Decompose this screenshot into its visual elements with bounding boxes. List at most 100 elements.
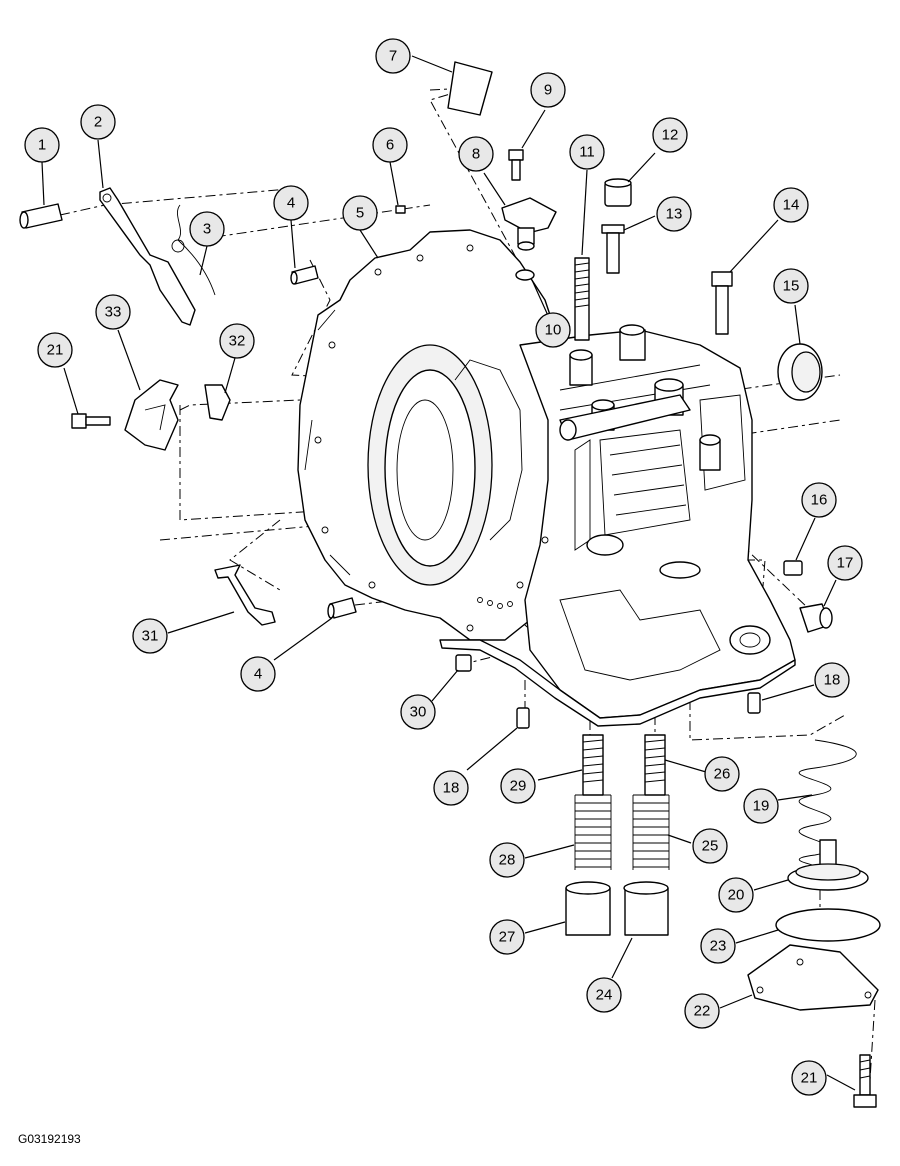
callout-label: 21 xyxy=(801,1070,818,1087)
callout-bubble: 2 xyxy=(80,104,116,140)
callout-bubble: 15 xyxy=(773,268,809,304)
transaxle-case xyxy=(297,229,796,727)
callout-label: 23 xyxy=(710,938,727,955)
part-servo-spring-left xyxy=(574,794,612,870)
part-bolt-bracket xyxy=(71,413,111,429)
callout-label: 13 xyxy=(666,206,683,223)
part-dowel-lower-left xyxy=(516,707,530,729)
part-fitting xyxy=(799,603,833,633)
part-spring-clip xyxy=(171,204,216,296)
callout-label: 16 xyxy=(811,492,828,509)
callout-label: 15 xyxy=(783,278,800,295)
callout-label: 25 xyxy=(702,838,719,855)
part-cap xyxy=(604,178,632,207)
part-accumulator-piston xyxy=(787,839,869,891)
part-plug-small xyxy=(395,205,406,214)
part-servo-rod-left xyxy=(582,734,604,796)
callout-bubble: 13 xyxy=(656,196,692,232)
callout-label: 17 xyxy=(837,555,854,572)
part-detent-clip xyxy=(204,384,231,421)
part-pin xyxy=(601,224,625,274)
callout-label: 2 xyxy=(94,114,102,131)
callout-label: 6 xyxy=(386,137,394,154)
part-servo-piston-right xyxy=(623,881,669,936)
callout-bubble: 33 xyxy=(95,294,131,330)
callout-bubble: 11 xyxy=(569,134,605,170)
callout-label: 11 xyxy=(579,144,595,161)
callout-label: 19 xyxy=(753,798,770,815)
part-sleeve xyxy=(19,203,63,229)
part-o-ring-small xyxy=(515,269,535,281)
leader-lines xyxy=(41,55,856,1091)
callout-bubble: 7 xyxy=(375,38,411,74)
callout-label: 5 xyxy=(356,205,364,222)
callout-bubble: 29 xyxy=(500,768,536,804)
callout-bubble: 4 xyxy=(240,656,276,692)
callout-label: 31 xyxy=(142,628,159,645)
part-dowel-lower-right xyxy=(747,692,761,714)
callout-bubble: 21 xyxy=(37,332,73,368)
callout-bubble: 17 xyxy=(827,545,863,581)
callout-bubble: 18 xyxy=(814,662,850,698)
callout-bubble: 3 xyxy=(189,211,225,247)
callout-label: 18 xyxy=(443,780,460,797)
callout-bubble: 23 xyxy=(700,928,736,964)
part-dowel-upper xyxy=(290,265,319,285)
callout-label: 33 xyxy=(105,304,122,321)
part-bolt-long xyxy=(711,271,733,335)
part-servo-piston-left xyxy=(565,881,611,936)
callout-bubble: 4 xyxy=(273,185,309,221)
callout-bubble: 19 xyxy=(743,788,779,824)
callout-label: 22 xyxy=(694,1003,711,1020)
callout-label: 26 xyxy=(714,766,731,783)
callout-bubble: 27 xyxy=(489,919,525,955)
callout-bubble: 5 xyxy=(342,195,378,231)
part-seal xyxy=(777,343,823,401)
callout-bubble: 20 xyxy=(718,877,754,913)
part-sensor xyxy=(501,197,557,251)
part-plug-lower xyxy=(455,654,472,672)
callout-label: 18 xyxy=(824,672,841,689)
part-accumulator-spring xyxy=(798,739,857,879)
part-servo-rod-right xyxy=(644,734,666,796)
callout-label: 24 xyxy=(596,987,613,1004)
part-o-ring-large xyxy=(775,908,881,942)
callout-label: 32 xyxy=(229,333,246,350)
callout-label: 14 xyxy=(783,197,800,214)
callout-label: 29 xyxy=(510,778,527,795)
callout-label: 21 xyxy=(47,342,64,359)
part-rod xyxy=(214,564,276,626)
callout-label: 12 xyxy=(662,127,679,144)
callout-label: 8 xyxy=(472,146,480,163)
callout-label: 9 xyxy=(544,82,552,99)
callout-bubble: 1 xyxy=(24,127,60,163)
callout-bubble: 18 xyxy=(433,770,469,806)
figure-code: G03192193 xyxy=(18,1132,81,1146)
callout-bubble: 28 xyxy=(489,842,525,878)
part-servo-spring-right xyxy=(632,794,670,870)
callout-bubble: 12 xyxy=(652,117,688,153)
callout-label: 20 xyxy=(728,887,745,904)
callout-bubble: 22 xyxy=(684,993,720,1029)
part-bolt-small xyxy=(508,149,524,181)
callout-label: 7 xyxy=(389,48,397,65)
callout-label: 10 xyxy=(545,322,562,339)
callout-bubble: 21 xyxy=(791,1060,827,1096)
callout-label: 30 xyxy=(410,704,427,721)
callout-label: 4 xyxy=(254,666,262,683)
callout-bubble: 31 xyxy=(132,618,168,654)
callout-label: 1 xyxy=(38,137,46,154)
callout-label: 28 xyxy=(499,852,516,869)
callout-bubble: 9 xyxy=(530,72,566,108)
callout-bubble: 32 xyxy=(219,323,255,359)
part-bolt-cover xyxy=(853,1054,877,1108)
callout-label: 3 xyxy=(203,221,211,238)
callout-bubble: 25 xyxy=(692,828,728,864)
part-gasket-square xyxy=(447,61,493,116)
callout-bubble: 6 xyxy=(372,127,408,163)
callout-label: 4 xyxy=(287,195,295,212)
callout-bubble: 26 xyxy=(704,756,740,792)
callout-bubble: 24 xyxy=(586,977,622,1013)
